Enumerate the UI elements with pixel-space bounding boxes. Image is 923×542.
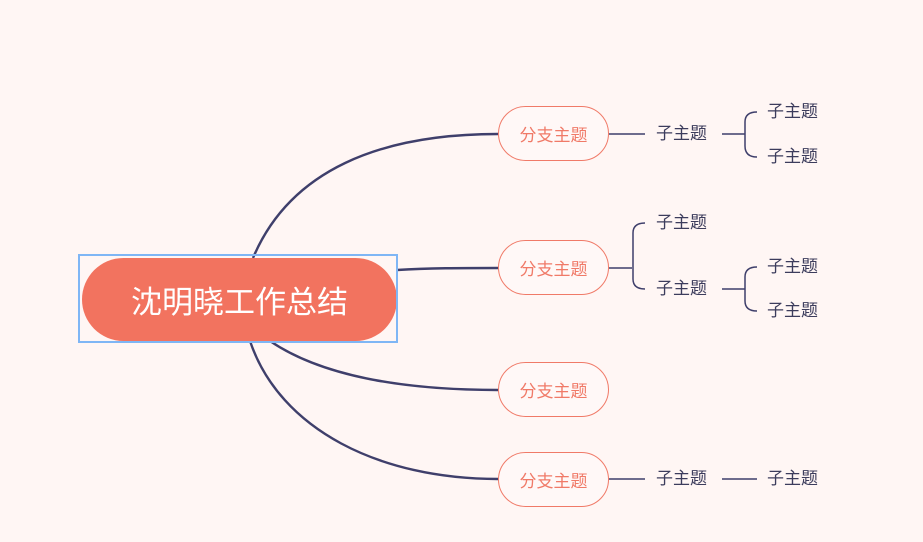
subtopic[interactable]: 子主题	[656, 213, 707, 233]
connector-branch-1	[251, 132, 499, 259]
branch-label: 分支主题	[519, 260, 588, 280]
subtopic[interactable]: 子主题	[656, 469, 707, 489]
selection-box	[78, 254, 398, 343]
connector-b1-sub-brace	[722, 111, 758, 158]
branch-label: 分支主题	[519, 382, 588, 402]
central-topic[interactable]: 沈明晓工作总结	[82, 258, 397, 341]
subtopic[interactable]: 子主题	[656, 279, 707, 299]
connector-branch-3	[269, 340, 499, 392]
branch-topic-3[interactable]: 分支主题	[498, 362, 609, 417]
subtopic[interactable]: 子主题	[767, 147, 818, 167]
connector-b2-sub-brace	[722, 266, 758, 312]
branch-topic-2[interactable]: 分支主题	[498, 240, 609, 295]
connector-b2-brace	[609, 222, 646, 290]
subtopic[interactable]: 子主题	[656, 124, 707, 144]
connector-branch-2	[396, 266, 499, 272]
branch-topic-4[interactable]: 分支主题	[498, 452, 609, 507]
subtopic[interactable]: 子主题	[767, 102, 818, 122]
connector-branch-4	[248, 340, 499, 481]
branch-label: 分支主题	[519, 126, 588, 146]
branch-label: 分支主题	[519, 472, 588, 492]
subtopic[interactable]: 子主题	[767, 257, 818, 277]
central-topic-label: 沈明晓工作总结	[131, 285, 348, 321]
subtopic[interactable]: 子主题	[767, 469, 818, 489]
subtopic[interactable]: 子主题	[767, 301, 818, 321]
branch-topic-1[interactable]: 分支主题	[498, 106, 609, 161]
